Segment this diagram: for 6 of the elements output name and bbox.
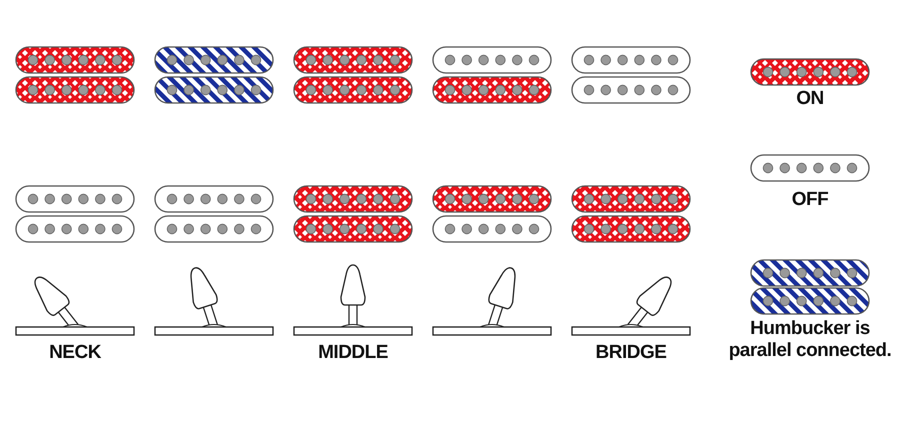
- legend-label: Humbucker is parallel connected.: [728, 318, 892, 362]
- switch-position-label: NECK: [49, 342, 101, 364]
- legend-label: OFF: [790, 189, 830, 211]
- switch-position-label: BRIDGE: [596, 342, 666, 364]
- switch-position-label: MIDDLE: [318, 342, 388, 364]
- legend-label: ON: [795, 88, 825, 110]
